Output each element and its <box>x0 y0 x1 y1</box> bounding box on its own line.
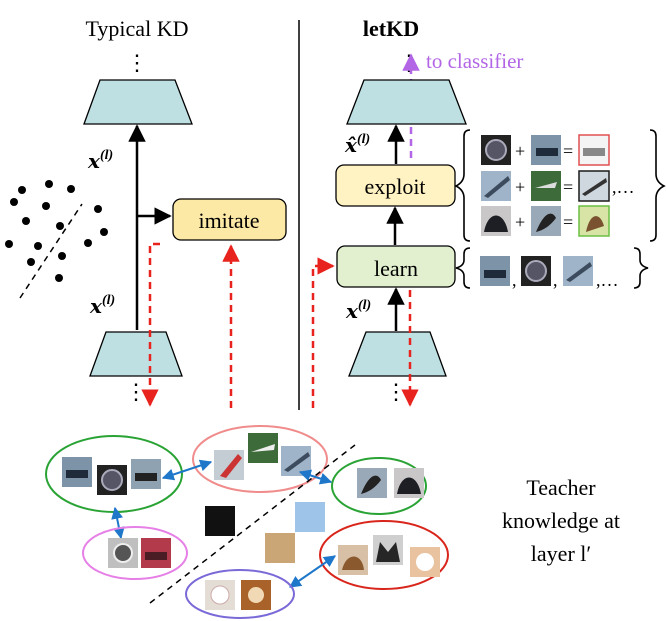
title-letkd: letKD <box>363 16 419 41</box>
cluster-green-right <box>331 457 427 515</box>
feature-dots <box>5 180 108 282</box>
brace-right-learn <box>633 247 649 289</box>
brace-left-exploit <box>454 129 471 242</box>
trapezoid-top-right <box>346 79 467 125</box>
decision-boundary-left <box>19 203 83 299</box>
x-l-upper-left: 𝒙(l) <box>87 148 113 173</box>
fur-patch <box>265 533 295 563</box>
x-l-right: 𝒙(l) <box>345 298 371 323</box>
brace-right-exploit <box>649 129 666 242</box>
plus-sign: + <box>515 177 525 197</box>
comma: , <box>512 270 517 290</box>
equals-sign: = <box>563 177 573 197</box>
dots-top-right: ⋮ <box>398 50 420 75</box>
dots-bottom-right: ⋮ <box>385 379 407 404</box>
dark-patch <box>205 506 235 536</box>
cluster-purple-bottom <box>185 569 295 619</box>
trapezoid-bottom-left <box>89 331 183 377</box>
title-typical-kd: Typical KD <box>86 16 189 41</box>
learn-box <box>336 245 456 288</box>
cluster-red-right <box>319 520 449 590</box>
exploit-box <box>335 164 456 207</box>
equals-sign: = <box>563 141 573 161</box>
exploit-label: exploit <box>364 174 425 199</box>
learn-label: learn <box>374 256 418 281</box>
cluster-pink-left <box>82 526 188 580</box>
red-dashed-down-left <box>141 242 160 407</box>
sky-patch <box>295 502 325 532</box>
teacher-text-line3: layer l′ <box>531 541 591 566</box>
cluster-pink-top <box>192 425 328 493</box>
x-hat-l-label: 𝒙̂(l) <box>344 132 370 157</box>
ellipsis: ,… <box>596 270 619 290</box>
red-dashed-to-learn <box>311 257 335 408</box>
equals-sign: = <box>563 212 573 232</box>
teacher-text-line2: knowledge at <box>502 508 620 533</box>
exploit-examples: + = + = ,… + = <box>481 134 635 237</box>
plus-sign: + <box>515 212 525 232</box>
learn-examples: , , ,… <box>480 256 619 290</box>
dots-top-left: ⋮ <box>126 50 148 75</box>
teacher-text-line1: Teacher <box>526 475 596 500</box>
trapezoid-top-left <box>83 79 193 125</box>
blue-link-3 <box>111 506 125 540</box>
blue-link-2 <box>298 469 333 485</box>
plus-sign: + <box>515 141 525 161</box>
dots-bottom-left: ⋮ <box>125 379 147 404</box>
imitate-label: imitate <box>198 208 259 233</box>
ellipsis: ,… <box>612 177 635 197</box>
comma: , <box>553 270 558 290</box>
brace-left-learn <box>455 247 471 289</box>
blue-link-1 <box>161 459 213 481</box>
blue-link-4 <box>289 555 336 588</box>
x-l-lower-left: 𝒙(l) <box>89 293 115 318</box>
imitate-box <box>172 198 287 241</box>
to-classifier-label: to classifier <box>426 49 523 73</box>
trapezoid-bottom-right <box>348 331 447 377</box>
